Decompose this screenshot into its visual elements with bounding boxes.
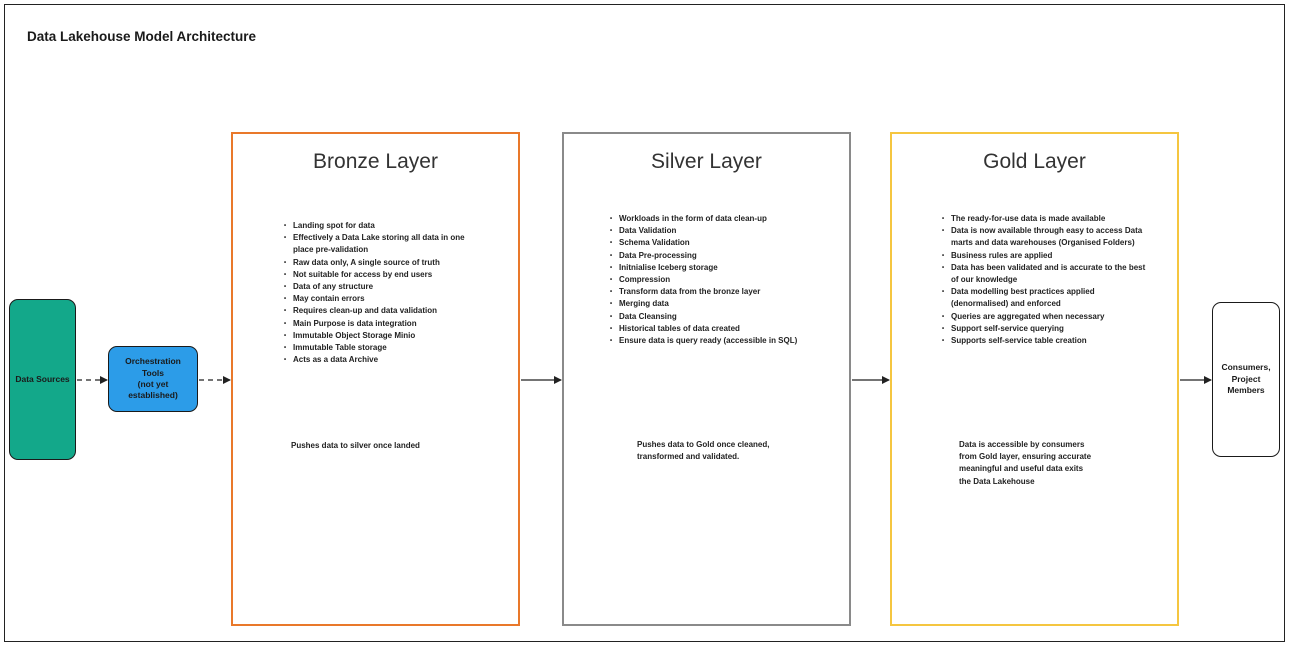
list-item: Effectively a Data Lake storing all data… — [284, 232, 484, 256]
orchestration-tools-label: Orchestration Tools (not yet established… — [125, 356, 181, 401]
bronze-layer-list: Landing spot for dataEffectively a Data … — [284, 220, 484, 367]
list-item: Immutable Object Storage Minio — [284, 330, 484, 342]
list-item: Business rules are applied — [942, 250, 1147, 262]
silver-layer-title: Silver Layer — [651, 150, 762, 173]
consumers-node[interactable]: Consumers, Project Members — [1212, 302, 1280, 457]
list-item: Not suitable for access by end users — [284, 269, 484, 281]
list-item: May contain errors — [284, 293, 484, 305]
list-item: The ready-for-use data is made available — [942, 213, 1147, 225]
silver-layer[interactable]: Silver Layer Workloads in the form of da… — [562, 132, 851, 626]
bronze-layer[interactable]: Bronze Layer Landing spot for dataEffect… — [231, 132, 520, 626]
gold-layer-list: The ready-for-use data is made available… — [942, 213, 1147, 347]
bronze-layer-note: Pushes data to silver once landed — [291, 441, 420, 450]
list-item: Support self-service querying — [942, 323, 1147, 335]
list-item: Data Cleansing — [610, 311, 815, 323]
list-item: Historical tables of data created — [610, 323, 815, 335]
list-item: Main Purpose is data integration — [284, 318, 484, 330]
list-item: Initnialise Iceberg storage — [610, 262, 815, 274]
gold-layer[interactable]: Gold Layer The ready-for-use data is mad… — [890, 132, 1179, 626]
list-item: Landing spot for data — [284, 220, 484, 232]
list-item: Data modelling best practices applied (d… — [942, 286, 1147, 310]
gold-layer-note: Data is accessible by consumers from Gol… — [959, 440, 1092, 486]
list-item: Data has been validated and is accurate … — [942, 262, 1147, 286]
orchestration-tools-node[interactable]: Orchestration Tools (not yet established… — [108, 346, 198, 412]
bronze-layer-title: Bronze Layer — [313, 150, 438, 173]
list-item: Raw data only, A single source of truth — [284, 257, 484, 269]
list-item: Compression — [610, 274, 815, 286]
list-item: Schema Validation — [610, 237, 815, 249]
list-item: Data Pre-processing — [610, 250, 815, 262]
silver-layer-list: Workloads in the form of data clean-upDa… — [610, 213, 815, 347]
data-sources-node[interactable]: Data Sources — [9, 299, 76, 460]
list-item: Acts as a data Archive — [284, 354, 484, 366]
list-item: Ensure data is query ready (accessible i… — [610, 335, 815, 347]
list-item: Data Validation — [610, 225, 815, 237]
list-item: Workloads in the form of data clean-up — [610, 213, 815, 225]
list-item: Supports self-service table creation — [942, 335, 1147, 347]
data-sources-label: Data Sources — [15, 373, 70, 384]
silver-layer-note: Pushes data to Gold once cleaned, transf… — [637, 440, 770, 462]
list-item: Immutable Table storage — [284, 342, 484, 354]
list-item: Requires clean-up and data validation — [284, 305, 484, 317]
consumers-label: Consumers, Project Members — [1221, 362, 1271, 396]
diagram-frame — [4, 4, 1285, 642]
list-item: Data of any structure — [284, 281, 484, 293]
list-item: Queries are aggregated when necessary — [942, 311, 1147, 323]
list-item: Merging data — [610, 298, 815, 310]
diagram-title: Data Lakehouse Model Architecture — [27, 29, 257, 44]
list-item: Transform data from the bronze layer — [610, 286, 815, 298]
gold-layer-title: Gold Layer — [983, 150, 1086, 173]
list-item: Data is now available through easy to ac… — [942, 225, 1147, 249]
